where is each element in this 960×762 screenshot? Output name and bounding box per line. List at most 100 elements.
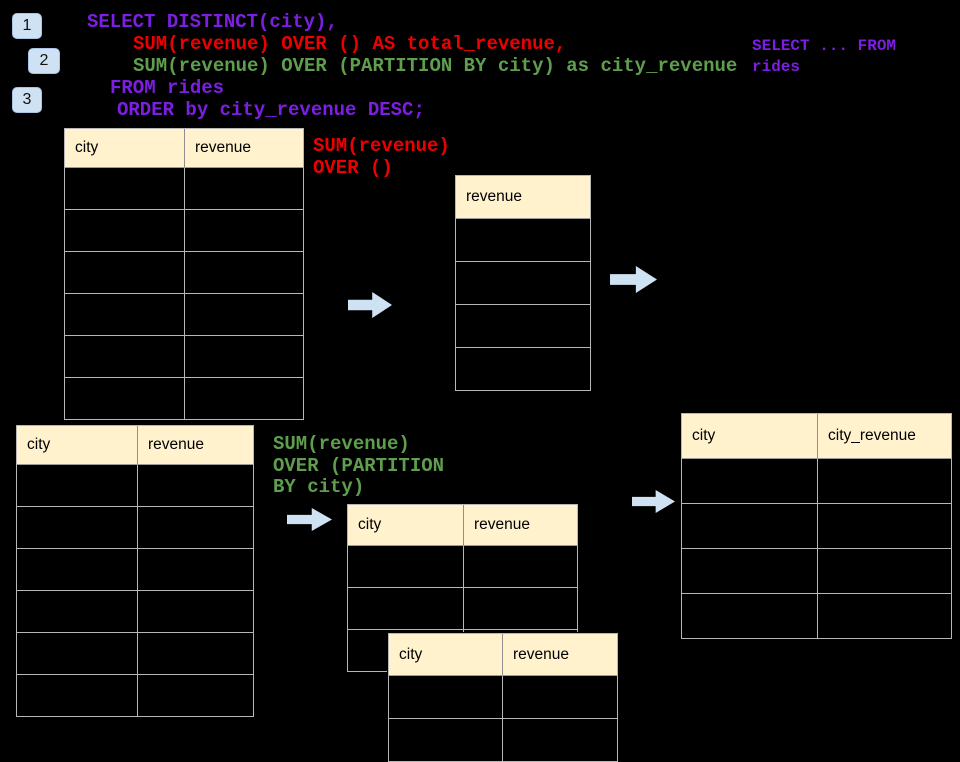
table-row — [389, 675, 617, 718]
table-row — [456, 304, 590, 347]
sql-line-from: FROM rides — [110, 77, 225, 99]
table-cell-empty — [818, 594, 951, 638]
column-header-revenue: revenue — [474, 516, 531, 533]
column-header-revenue: revenue — [466, 188, 523, 205]
step-badge-3: 3 — [12, 87, 42, 113]
table-cell-empty — [65, 252, 185, 293]
table-row — [65, 251, 303, 293]
column-header-city: city — [17, 426, 138, 464]
table-cell-empty — [17, 591, 138, 632]
table-body — [682, 458, 951, 638]
table-body — [389, 675, 617, 761]
table-body — [17, 464, 253, 716]
table-cell-empty — [138, 507, 253, 548]
table-cell-empty — [456, 305, 590, 347]
table-body — [456, 218, 590, 390]
table-row — [456, 261, 590, 304]
table-row — [682, 458, 951, 503]
side-note-select-from-rides: SELECT ... FROM rides — [752, 37, 897, 76]
table-cell-empty — [185, 168, 303, 209]
arrow-right-icon — [287, 508, 332, 531]
table-row — [456, 218, 590, 261]
table-row — [348, 587, 577, 629]
table-cell-empty — [138, 591, 253, 632]
table-cell-empty — [185, 252, 303, 293]
table-cell-empty — [818, 459, 951, 503]
table-row — [65, 209, 303, 251]
column-header-revenue: revenue — [148, 436, 205, 453]
table-header-row: revenue — [456, 176, 590, 218]
table-cell-empty — [389, 719, 503, 761]
table-row — [456, 347, 590, 390]
table-cell-empty — [682, 594, 818, 638]
table-cell-empty — [818, 504, 951, 548]
table-header-row: city revenue — [17, 426, 253, 464]
table-cell-empty — [456, 219, 590, 261]
column-header-revenue: revenue — [513, 645, 570, 663]
table-cell-empty — [389, 676, 503, 718]
table-row — [17, 632, 253, 674]
table-cell-empty — [185, 294, 303, 335]
column-header-city: city — [389, 634, 503, 675]
table-cell-empty — [17, 675, 138, 716]
table-cell-empty — [818, 549, 951, 593]
column-header-city: city — [348, 505, 464, 545]
table-header-row: city city_revenue — [682, 414, 951, 458]
table-cell-empty — [464, 546, 577, 587]
table-row — [17, 548, 253, 590]
table-row — [65, 167, 303, 209]
table-cell-empty — [185, 336, 303, 377]
column-header-city-revenue: city_revenue — [828, 427, 916, 444]
sql-line-select: SELECT DISTINCT(city), — [87, 11, 338, 33]
table-partition-mid: city revenue — [347, 504, 578, 672]
table-cell-empty — [503, 719, 617, 761]
table-header-row: city revenue — [65, 129, 303, 167]
table-cell-empty — [65, 168, 185, 209]
table-cell-empty — [65, 294, 185, 335]
table-cell-empty — [682, 459, 818, 503]
table-cell-empty — [138, 549, 253, 590]
table-cell-empty — [138, 633, 253, 674]
table-cell-empty — [17, 507, 138, 548]
table-row — [682, 503, 951, 548]
table-row — [389, 718, 617, 761]
table-cell-empty — [348, 588, 464, 629]
table-cell-empty — [348, 546, 464, 587]
table-partition-overlay: city revenue — [388, 633, 618, 762]
table-row — [17, 506, 253, 548]
arrow-right-icon — [610, 266, 657, 293]
table-source-rides-bottom: city revenue — [16, 425, 254, 717]
column-header-revenue: revenue — [195, 139, 252, 156]
table-cell-empty — [65, 378, 185, 419]
table-cell-empty — [682, 504, 818, 548]
arrow-right-icon — [348, 292, 392, 318]
table-row — [65, 335, 303, 377]
table-row — [17, 464, 253, 506]
table-cell-empty — [185, 378, 303, 419]
table-cell-empty — [138, 675, 253, 716]
table-cell-empty — [503, 676, 617, 718]
table-cell-empty — [65, 336, 185, 377]
arrow-right-icon — [632, 490, 675, 513]
sql-line-order-by: ORDER by city_revenue DESC; — [117, 99, 425, 121]
table-header-row: city revenue — [389, 634, 617, 675]
annotation-sum-over-partition: SUM(revenue) OVER (PARTITION BY city) — [273, 433, 445, 498]
table-cell-empty — [17, 549, 138, 590]
table-total-revenue-result: revenue — [455, 175, 591, 391]
step-badge-1: 1 — [12, 13, 42, 39]
table-source-rides-top: city revenue — [64, 128, 304, 420]
table-row — [65, 377, 303, 419]
table-cell-empty — [456, 262, 590, 304]
table-row — [17, 674, 253, 716]
annotation-sum-over-total: SUM(revenue) OVER () — [313, 135, 450, 179]
column-header-city: city — [682, 414, 818, 458]
table-cell-empty — [464, 588, 577, 629]
table-body — [65, 167, 303, 419]
table-cell-empty — [17, 465, 138, 506]
sql-line-total-revenue: SUM(revenue) OVER () AS total_revenue, — [133, 33, 567, 55]
table-cell-empty — [17, 633, 138, 674]
table-cell-empty — [138, 465, 253, 506]
table-row — [65, 293, 303, 335]
table-cell-empty — [65, 210, 185, 251]
column-header-city: city — [65, 129, 185, 167]
